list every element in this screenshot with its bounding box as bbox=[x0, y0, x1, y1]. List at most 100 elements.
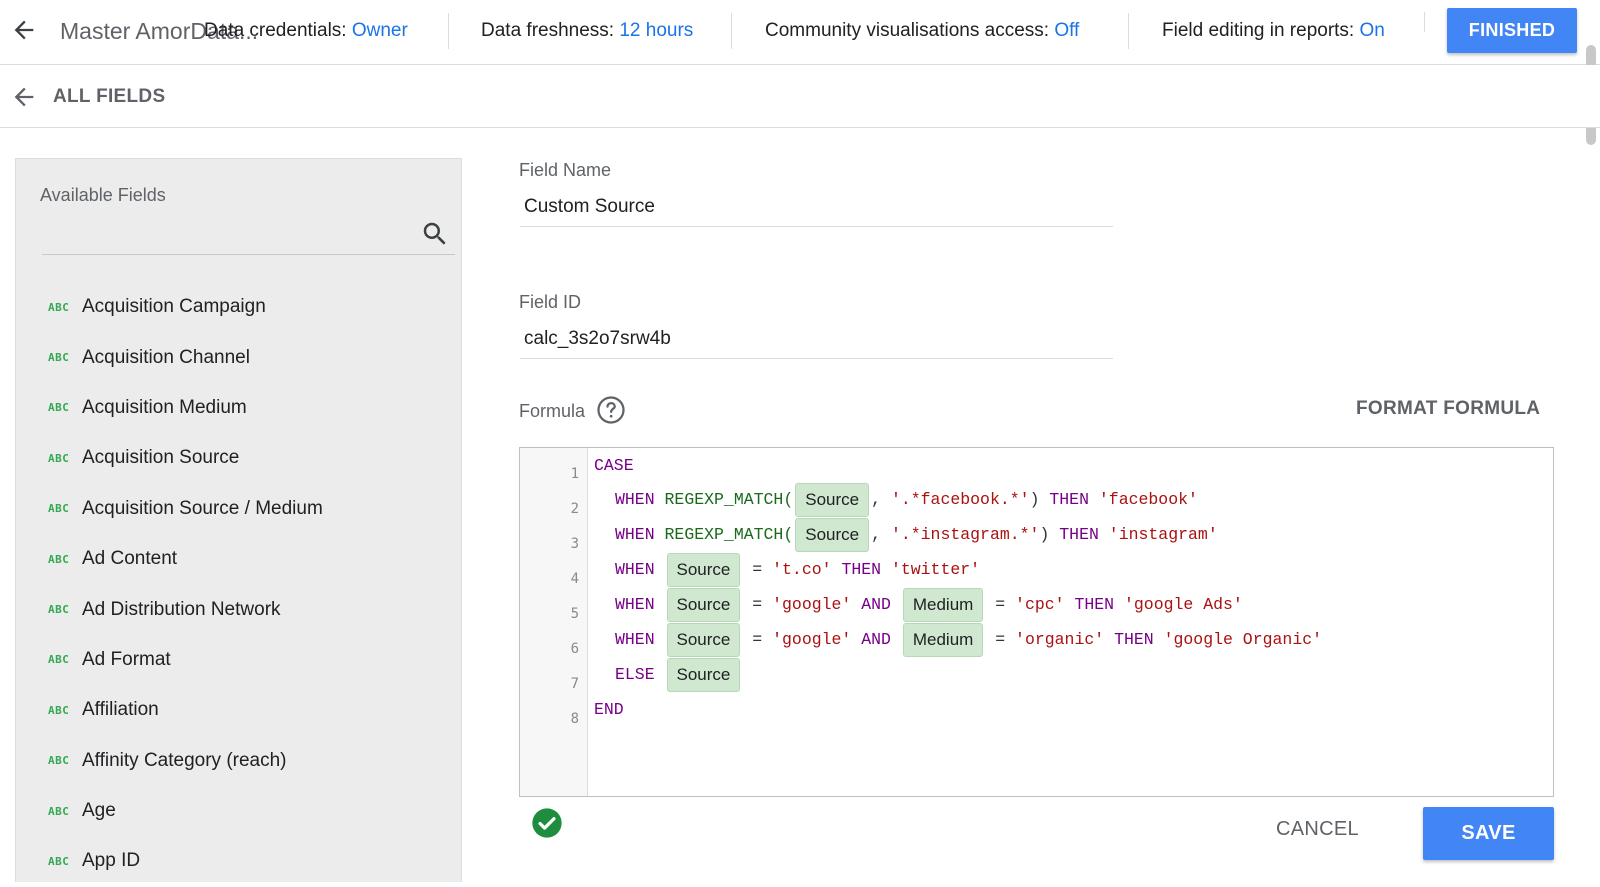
list-item[interactable]: ABC Acquisition Medium bbox=[16, 383, 461, 433]
string-literal: 'cpc' bbox=[1015, 595, 1065, 614]
field-search-input[interactable] bbox=[42, 217, 402, 249]
code-line: WHEN Source = 'google' AND Medium = 'org… bbox=[615, 622, 1322, 657]
keyword: THEN bbox=[1049, 490, 1089, 509]
field-name: Acquisition Channel bbox=[82, 346, 250, 368]
field-chip-source[interactable]: Source bbox=[795, 482, 870, 517]
separator: , bbox=[871, 525, 891, 544]
keyword: WHEN bbox=[615, 525, 655, 544]
list-item[interactable]: ABC App ID bbox=[16, 836, 461, 886]
save-button[interactable]: SAVE bbox=[1423, 807, 1554, 860]
text-type-icon: ABC bbox=[48, 603, 70, 617]
code-line: WHEN Source = 't.co' THEN 'twitter' bbox=[615, 552, 980, 587]
code-line: END bbox=[594, 692, 624, 727]
string-literal: 'google' bbox=[772, 595, 852, 614]
community-visualisations-label: Community visualisations access: bbox=[765, 20, 1055, 41]
string-literal: 'organic' bbox=[1015, 630, 1105, 649]
data-freshness-value[interactable]: 12 hours bbox=[619, 20, 694, 41]
line-number: 8 bbox=[570, 711, 579, 727]
function-name: REGEXP_MATCH( bbox=[664, 490, 794, 509]
code-line: WHEN Source = 'google' AND Medium = 'cpc… bbox=[615, 587, 1243, 622]
text-type-icon: ABC bbox=[48, 552, 70, 566]
code-line: ELSE Source bbox=[615, 657, 742, 692]
field-editing-value[interactable]: On bbox=[1359, 20, 1385, 41]
text-type-icon: ABC bbox=[48, 854, 70, 868]
data-freshness-label: Data freshness: bbox=[481, 20, 620, 41]
field-chip-source[interactable]: Source bbox=[666, 587, 741, 622]
keyword: AND bbox=[861, 630, 891, 649]
string-literal: 'google Ads' bbox=[1123, 595, 1243, 614]
keyword: THEN bbox=[1059, 525, 1099, 544]
field-name: Ad Content bbox=[82, 548, 178, 570]
field-editing-label: Field editing in reports: bbox=[1162, 20, 1360, 41]
string-literal: 'instagram' bbox=[1108, 525, 1218, 544]
field-chip-source[interactable]: Source bbox=[666, 657, 741, 692]
field-name: Acquisition Medium bbox=[82, 396, 247, 418]
field-chip-source[interactable]: Source bbox=[666, 552, 741, 587]
help-icon[interactable] bbox=[596, 395, 626, 425]
divider bbox=[1128, 13, 1129, 49]
field-name-input[interactable] bbox=[520, 187, 1113, 227]
back-to-all-fields-icon[interactable] bbox=[10, 83, 38, 111]
string-literal: 'facebook' bbox=[1098, 490, 1198, 509]
close-paren: ) bbox=[1039, 525, 1050, 544]
field-name-label: Field Name bbox=[519, 160, 612, 180]
field-chip-medium[interactable]: Medium bbox=[902, 587, 984, 622]
cancel-button[interactable]: CANCEL bbox=[1276, 818, 1359, 840]
format-formula-button[interactable]: FORMAT FORMULA bbox=[1356, 398, 1541, 419]
string-literal: '.*instagram.*' bbox=[890, 525, 1040, 544]
field-search bbox=[42, 207, 455, 255]
finished-button[interactable]: FINISHED bbox=[1447, 8, 1577, 53]
divider bbox=[448, 13, 449, 49]
list-item[interactable]: ABC Acquisition Source bbox=[16, 433, 461, 483]
top-bar: Master AmorData... Data credentials: Own… bbox=[0, 0, 1600, 65]
keyword: THEN bbox=[841, 560, 882, 579]
community-visualisations-setting: Community visualisations access: Off bbox=[765, 20, 1079, 42]
keyword: THEN bbox=[1114, 630, 1154, 649]
data-source-title[interactable]: Master AmorData... bbox=[60, 18, 259, 44]
operator: = bbox=[995, 595, 1006, 614]
text-type-icon: ABC bbox=[48, 804, 70, 818]
keyword: AND bbox=[861, 595, 891, 614]
text-type-icon: ABC bbox=[48, 502, 70, 516]
string-literal: 't.co' bbox=[772, 560, 832, 579]
field-chip-medium[interactable]: Medium bbox=[902, 622, 984, 657]
field-chip-source[interactable]: Source bbox=[666, 622, 741, 657]
divider bbox=[1424, 12, 1425, 32]
line-number: 2 bbox=[570, 501, 579, 517]
available-fields-heading: Available Fields bbox=[40, 185, 166, 205]
text-type-icon: ABC bbox=[48, 300, 70, 314]
back-arrow-icon[interactable] bbox=[10, 16, 38, 44]
field-id-input[interactable] bbox=[520, 319, 1113, 359]
field-chip-source[interactable]: Source bbox=[795, 517, 870, 552]
search-icon[interactable] bbox=[420, 219, 450, 249]
string-literal: '.*facebook.*' bbox=[890, 490, 1030, 509]
field-name: Acquisition Source / Medium bbox=[82, 497, 323, 519]
formula-editor[interactable]: 1 2 3 4 5 6 7 8 CASE WHEN REGEXP_MATCH(S… bbox=[519, 447, 1554, 797]
keyword: WHEN bbox=[615, 560, 655, 579]
list-item[interactable]: ABC Ad Content bbox=[16, 534, 461, 584]
keyword: CASE bbox=[594, 456, 634, 475]
text-type-icon: ABC bbox=[48, 451, 70, 465]
data-freshness-setting: Data freshness: 12 hours bbox=[481, 20, 693, 42]
code-line: WHEN REGEXP_MATCH(Source, '.*facebook.*'… bbox=[615, 482, 1198, 517]
data-credentials-value[interactable]: Owner bbox=[351, 20, 408, 41]
field-name: Acquisition Source bbox=[82, 447, 240, 469]
field-name: App ID bbox=[82, 850, 141, 872]
all-fields-link[interactable]: ALL FIELDS bbox=[53, 86, 166, 107]
list-item[interactable]: ABC Acquisition Source / Medium bbox=[16, 484, 461, 534]
string-literal: 'twitter' bbox=[890, 560, 981, 579]
line-number: 5 bbox=[570, 606, 579, 622]
text-type-icon: ABC bbox=[48, 754, 70, 768]
text-type-icon: ABC bbox=[48, 401, 70, 415]
string-literal: 'google' bbox=[772, 630, 852, 649]
community-visualisations-value[interactable]: Off bbox=[1054, 20, 1080, 41]
field-editing-setting: Field editing in reports: On bbox=[1162, 20, 1385, 42]
